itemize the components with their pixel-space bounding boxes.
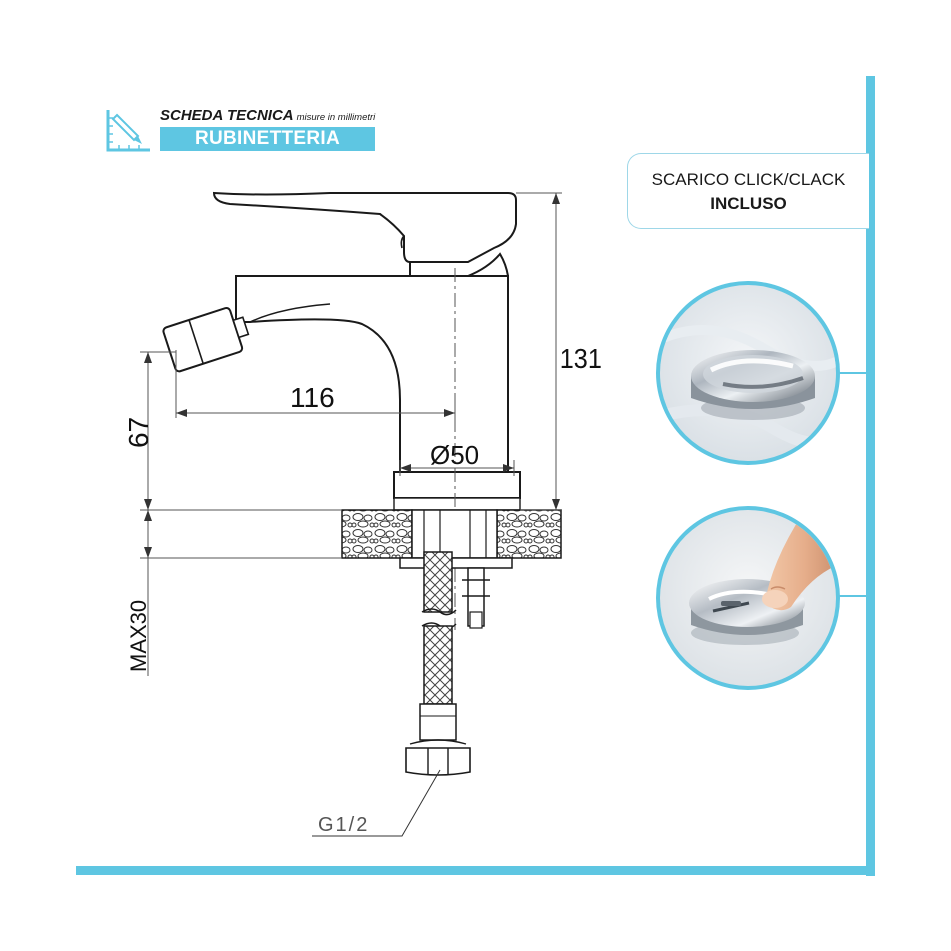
sheet-title-units: misure in millimetri — [296, 112, 376, 123]
label-thread: G1/2 — [318, 814, 369, 836]
countertop-right — [496, 509, 562, 559]
hose-lower — [423, 625, 453, 705]
aerator-nozzle — [162, 307, 250, 373]
spout-curve — [249, 303, 331, 323]
faucet-body — [235, 275, 509, 473]
drain-closed-photo — [656, 281, 840, 465]
callout-line-1: SCARICO CLICK/CLACK — [651, 170, 846, 189]
label-max-thickness: MAX30 — [126, 600, 151, 672]
hose-break-top — [421, 608, 457, 616]
faucet-base — [393, 471, 521, 499]
base-shim — [393, 497, 521, 511]
category-banner: RUBINETTERIA — [160, 127, 375, 151]
hose-nut — [405, 747, 471, 776]
label-spout-height: 67 — [123, 417, 154, 448]
faucet-lever — [212, 191, 517, 263]
fixing-plate — [399, 557, 513, 569]
frame-right-bar — [866, 76, 875, 876]
thread-leader — [312, 769, 441, 837]
label-reach: 116 — [290, 382, 335, 413]
drain-pressed-photo — [656, 506, 840, 690]
callout-line-2: INCLUSO — [710, 194, 787, 213]
frame-bottom-bar — [76, 866, 875, 875]
label-height: 131 — [560, 343, 602, 375]
countertop-left — [341, 509, 413, 559]
drain-callout: SCARICO CLICK/CLACK INCLUSO — [627, 153, 869, 229]
sheet-title-main: SCHEDA TECNICA — [160, 107, 294, 124]
lever-joint — [400, 235, 405, 249]
mounting-stud — [411, 509, 498, 559]
label-diameter: Ø50 — [430, 440, 479, 470]
ruler-pencil-icon — [106, 110, 150, 152]
faucet-cap — [409, 252, 509, 277]
hose-upper — [423, 551, 453, 613]
hose-ferrule — [419, 703, 457, 741]
